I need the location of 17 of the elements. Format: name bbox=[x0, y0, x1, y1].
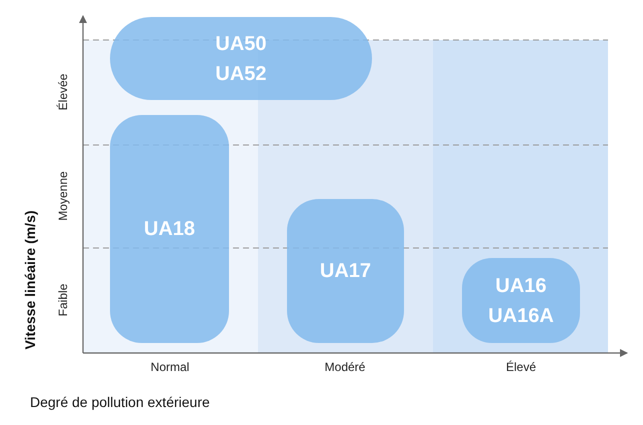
y-axis-tick-label: Élevée bbox=[56, 74, 70, 110]
x-axis-tick-label: Modéré bbox=[324, 360, 366, 374]
zone-box bbox=[462, 258, 580, 343]
y-axis-title: Vitesse linéaire (m/s) bbox=[22, 210, 38, 350]
x-axis-title: Degré de pollution extérieure bbox=[30, 394, 210, 410]
zone-box bbox=[287, 199, 404, 343]
model-label: UA16A bbox=[488, 304, 554, 328]
model-label: UA50 bbox=[215, 32, 267, 56]
y-axis-tick-label: Moyenne bbox=[56, 171, 70, 221]
model-label: UA16 bbox=[495, 274, 547, 298]
y-axis-tick-label: Faible bbox=[56, 284, 70, 316]
x-axis-tick-label: Normal bbox=[150, 360, 190, 374]
x-axis-tick-label: Élevé bbox=[506, 360, 536, 374]
zone-box bbox=[110, 115, 229, 343]
model-label: UA18 bbox=[144, 217, 196, 242]
model-label: UA52 bbox=[215, 62, 267, 86]
model-label: UA17 bbox=[320, 259, 372, 284]
